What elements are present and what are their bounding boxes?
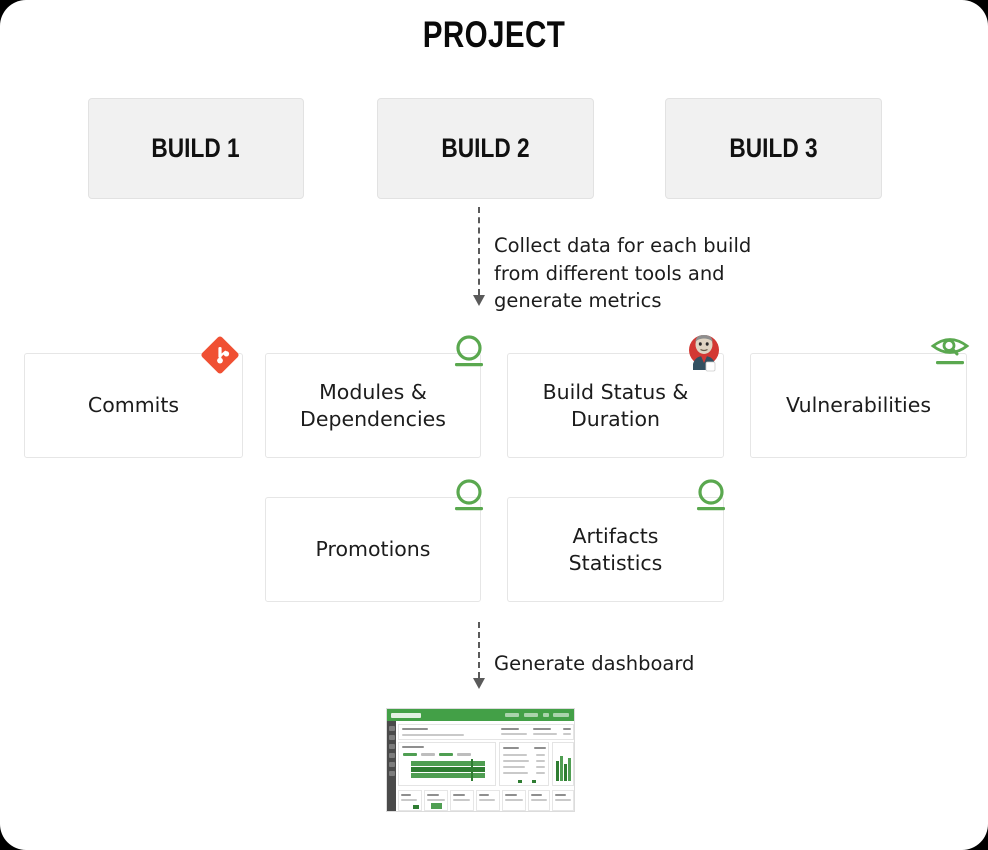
- metric-card-commits[interactable]: Commits: [24, 353, 243, 458]
- dashboard-thumb-sidebar: [387, 721, 396, 811]
- build-box-1[interactable]: BUILD 1: [88, 98, 304, 199]
- jfrog-xray-icon: [928, 330, 972, 374]
- dashboard-thumb-filter-panel: [398, 724, 574, 740]
- dashboard-thumb-column-chart-panel: [552, 742, 574, 786]
- dashboard-thumb-tile: [424, 790, 448, 811]
- metric-card-vulnerabilities[interactable]: Vulnerabilities: [750, 353, 967, 458]
- dashboard-arrow-head-icon: [473, 678, 485, 689]
- metric-card-vulnerabilities-label: Vulnerabilities: [785, 393, 932, 417]
- dashboard-thumb-sidebar-item: [388, 744, 395, 749]
- metric-card-promotions-label: Promotions: [315, 537, 431, 561]
- dashboard-thumb-logo: [391, 712, 421, 718]
- dashboard-thumb-topnav-item: [543, 713, 549, 717]
- dashboard-thumb-tile: [528, 790, 550, 811]
- jfrog-artifactory-icon: [447, 476, 491, 520]
- collect-arrow-line: [478, 207, 480, 295]
- build-box-1-label: BUILD 1: [151, 133, 241, 163]
- dashboard-thumb-topbar: [387, 709, 574, 721]
- build-box-3-label: BUILD 3: [729, 133, 818, 163]
- dashboard-arrow-caption: Generate dashboard: [494, 652, 695, 675]
- page-title: PROJECT: [422, 14, 566, 55]
- dashboard-thumb-tile: [398, 790, 422, 811]
- jfrog-artifactory-icon: [447, 332, 491, 376]
- metric-card-artifacts-statistics-label: Artifacts Statistics: [568, 523, 663, 575]
- dashboard-thumb-topnav-item: [553, 713, 569, 717]
- dashboard-thumb-tile: [450, 790, 474, 811]
- metric-card-modules-dependencies-label: Modules & Dependencies: [300, 379, 446, 431]
- git-icon: [198, 333, 242, 377]
- metric-card-build-status-duration[interactable]: Build Status & Duration: [507, 353, 724, 458]
- build-box-2-label: BUILD 2: [441, 133, 530, 163]
- dashboard-thumb-sidebar-item: [388, 726, 395, 731]
- metric-card-artifacts-statistics[interactable]: Artifacts Statistics: [507, 497, 724, 602]
- jenkins-icon: [682, 330, 726, 374]
- collect-arrow-head-icon: [473, 295, 485, 306]
- metric-card-promotions[interactable]: Promotions: [265, 497, 481, 602]
- dashboard-thumb-topnav-item: [505, 713, 519, 717]
- jfrog-artifactory-icon: [689, 476, 733, 520]
- dashboard-thumb-sidebar-item: [388, 771, 395, 776]
- dashboard-thumb-table-panel: [499, 742, 549, 786]
- dashboard-thumb-tile: [552, 790, 574, 811]
- dashboard-thumb-sidebar-item: [388, 735, 395, 740]
- build-box-2[interactable]: BUILD 2: [377, 98, 594, 199]
- dashboard-thumb-bar-chart-panel: [398, 742, 496, 786]
- dashboard-arrow-line: [478, 622, 480, 678]
- dashboard-thumb-tile: [502, 790, 526, 811]
- metric-card-modules-dependencies[interactable]: Modules & Dependencies: [265, 353, 481, 458]
- dashboard-thumb-tile: [476, 790, 500, 811]
- metric-card-commits-label: Commits: [87, 393, 180, 417]
- collect-arrow-caption: Collect data for each build from differe…: [494, 234, 752, 312]
- dashboard-thumb-sidebar-item: [388, 762, 395, 767]
- dashboard-screenshot-thumbnail[interactable]: [386, 708, 575, 812]
- dashboard-thumb-sidebar-item: [388, 753, 395, 758]
- build-box-3[interactable]: BUILD 3: [665, 98, 882, 199]
- dashboard-thumb-topnav-item: [524, 713, 538, 717]
- metric-card-build-status-duration-label: Build Status & Duration: [542, 379, 689, 431]
